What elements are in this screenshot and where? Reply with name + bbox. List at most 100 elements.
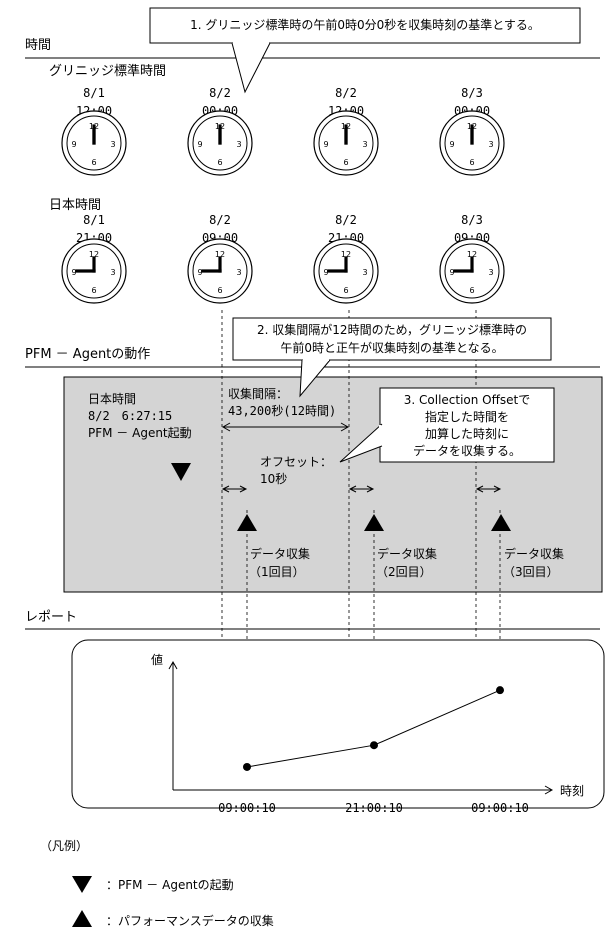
clock-numeral-9: 9 — [449, 268, 454, 277]
clock-numeral-3: 3 — [110, 140, 115, 149]
callout-1-text: 1. グリニッジ標準時の午前0時0分0秒を収集時刻の基準とする。 — [190, 17, 540, 32]
interval-arrow-left-head — [221, 422, 231, 432]
clock-numeral-12: 12 — [89, 250, 99, 259]
callout-2-pointer — [299, 359, 331, 398]
clock-date: 8/2 — [335, 86, 357, 100]
offset-label: オフセット： — [260, 455, 332, 469]
collection-count: （3回目） — [503, 565, 559, 579]
chart-point — [370, 741, 378, 750]
clock-numeral-6: 6 — [217, 158, 222, 167]
clock-date: 8/3 — [461, 86, 483, 100]
collection-1: データ収集 （1回目） — [221, 485, 310, 579]
clock-numeral-9: 9 — [323, 140, 328, 149]
callout-2-box — [232, 317, 552, 361]
collection-label: データ収集 — [377, 546, 437, 561]
collection-count: （2回目） — [376, 565, 432, 579]
clock-numeral-3: 3 — [488, 140, 493, 149]
clock-numeral-6: 6 — [343, 158, 348, 167]
chart-x-tick-label: 21:00:10 — [345, 801, 403, 815]
offset-arrow-right-head — [366, 485, 375, 493]
collections: データ収集 （1回目） データ収集 （2回目） データ収集 （3回目） — [221, 485, 564, 579]
collection-marker — [491, 514, 511, 531]
interval-value: 43,200秒(12時間) — [228, 404, 336, 418]
clock-numeral-12: 12 — [341, 250, 351, 259]
clock-numeral-9: 9 — [449, 140, 454, 149]
clock-date: 8/2 — [335, 213, 357, 227]
clock-numeral-3: 3 — [488, 268, 493, 277]
callout-3-text-line2: 指定した時間を — [425, 409, 509, 424]
chart-y-label: 値 — [151, 652, 163, 667]
clock-date: 8/1 — [83, 86, 105, 100]
clock-numeral-6: 6 — [91, 158, 96, 167]
offset-arrow-left-head — [348, 485, 357, 493]
report-panel — [71, 639, 605, 809]
clock-numeral-9: 9 — [197, 140, 202, 149]
agent-start-marker — [171, 463, 191, 481]
clock-numeral-3: 3 — [362, 140, 367, 149]
clock-rows: グリニッジ標準時間8/112:00123698/200:00123698/212… — [49, 63, 505, 304]
clock-numeral-3: 3 — [236, 268, 241, 277]
chart-x-axis-arrow — [544, 785, 554, 795]
legend-start-marker — [72, 876, 92, 893]
clock-numeral-9: 9 — [71, 140, 76, 149]
clock-numeral-12: 12 — [467, 250, 477, 259]
clock-numeral-6: 6 — [469, 286, 474, 295]
chart-point — [496, 686, 504, 695]
agent-jst-label: 日本時間 — [88, 392, 136, 406]
collection-2: データ収集 （2回目） — [348, 485, 437, 579]
legend-collect-text: ：パフォーマンスデータの収集 — [106, 913, 274, 928]
collection-count: （1回目） — [249, 565, 305, 579]
callout-1-pointer — [231, 42, 271, 94]
clock-numeral-6: 6 — [469, 158, 474, 167]
chart-x-tick-label: 09:00:10 — [471, 801, 529, 815]
offset-value: 10秒 — [260, 472, 287, 486]
callout-2: 2. 収集間隔が12時間のため，グリニッジ標準時の 午前0時と正午が収集時刻の基… — [232, 317, 552, 398]
callout-1: 1. グリニッジ標準時の午前0時0分0秒を収集時刻の基準とする。 — [149, 7, 581, 94]
clock-date: 8/3 — [461, 213, 483, 227]
section-report-title: レポート — [25, 610, 77, 625]
clock-numeral-6: 6 — [343, 286, 348, 295]
collection-marker — [364, 514, 384, 531]
collection-marker — [237, 514, 257, 531]
callout-3-text-line3: 加算した時刻に — [425, 426, 509, 441]
interval-label: 収集間隔： — [228, 386, 288, 401]
clock-numeral-3: 3 — [236, 140, 241, 149]
clock-numeral-6: 6 — [217, 286, 222, 295]
callout-3-text-line1: 3. Collection Offsetで — [404, 393, 531, 407]
callout-2-text-line1: 2. 収集間隔が12時間のため，グリニッジ標準時の — [257, 322, 527, 337]
offset-arrow-right-head — [239, 485, 248, 493]
legend-collect-marker — [72, 910, 92, 927]
collection-3: データ収集 （3回目） — [475, 485, 564, 579]
clock-row-label: 日本時間 — [49, 198, 101, 213]
callout-3-pointer — [339, 423, 383, 463]
chart-x-label: 時刻 — [560, 784, 584, 798]
offset-arrow-right-head — [493, 485, 502, 493]
chart-point — [243, 762, 251, 771]
agent-start-label: PFM － Agent起動 — [88, 426, 192, 440]
offset-arrow-left-head — [475, 485, 484, 493]
clock-date: 8/1 — [83, 213, 105, 227]
legend-start-text: ：PFM － Agentの起動 — [106, 878, 234, 892]
clock-numeral-12: 12 — [215, 250, 225, 259]
legend-heading: （凡例） — [40, 839, 88, 853]
callout-1-box — [149, 7, 581, 44]
clock-date: 8/2 — [209, 213, 231, 227]
callout-2-text-line2: 午前0時と正午が収集時刻の基準となる。 — [280, 340, 503, 355]
clock-numeral-9: 9 — [323, 268, 328, 277]
section-agent-title: PFM － Agentの動作 — [25, 347, 150, 362]
clock-numeral-6: 6 — [91, 286, 96, 295]
interval-arrow-right-head — [340, 422, 350, 432]
collection-label: データ収集 — [250, 546, 310, 561]
clock-numeral-3: 3 — [110, 268, 115, 277]
collection-label: データ収集 — [504, 546, 564, 561]
